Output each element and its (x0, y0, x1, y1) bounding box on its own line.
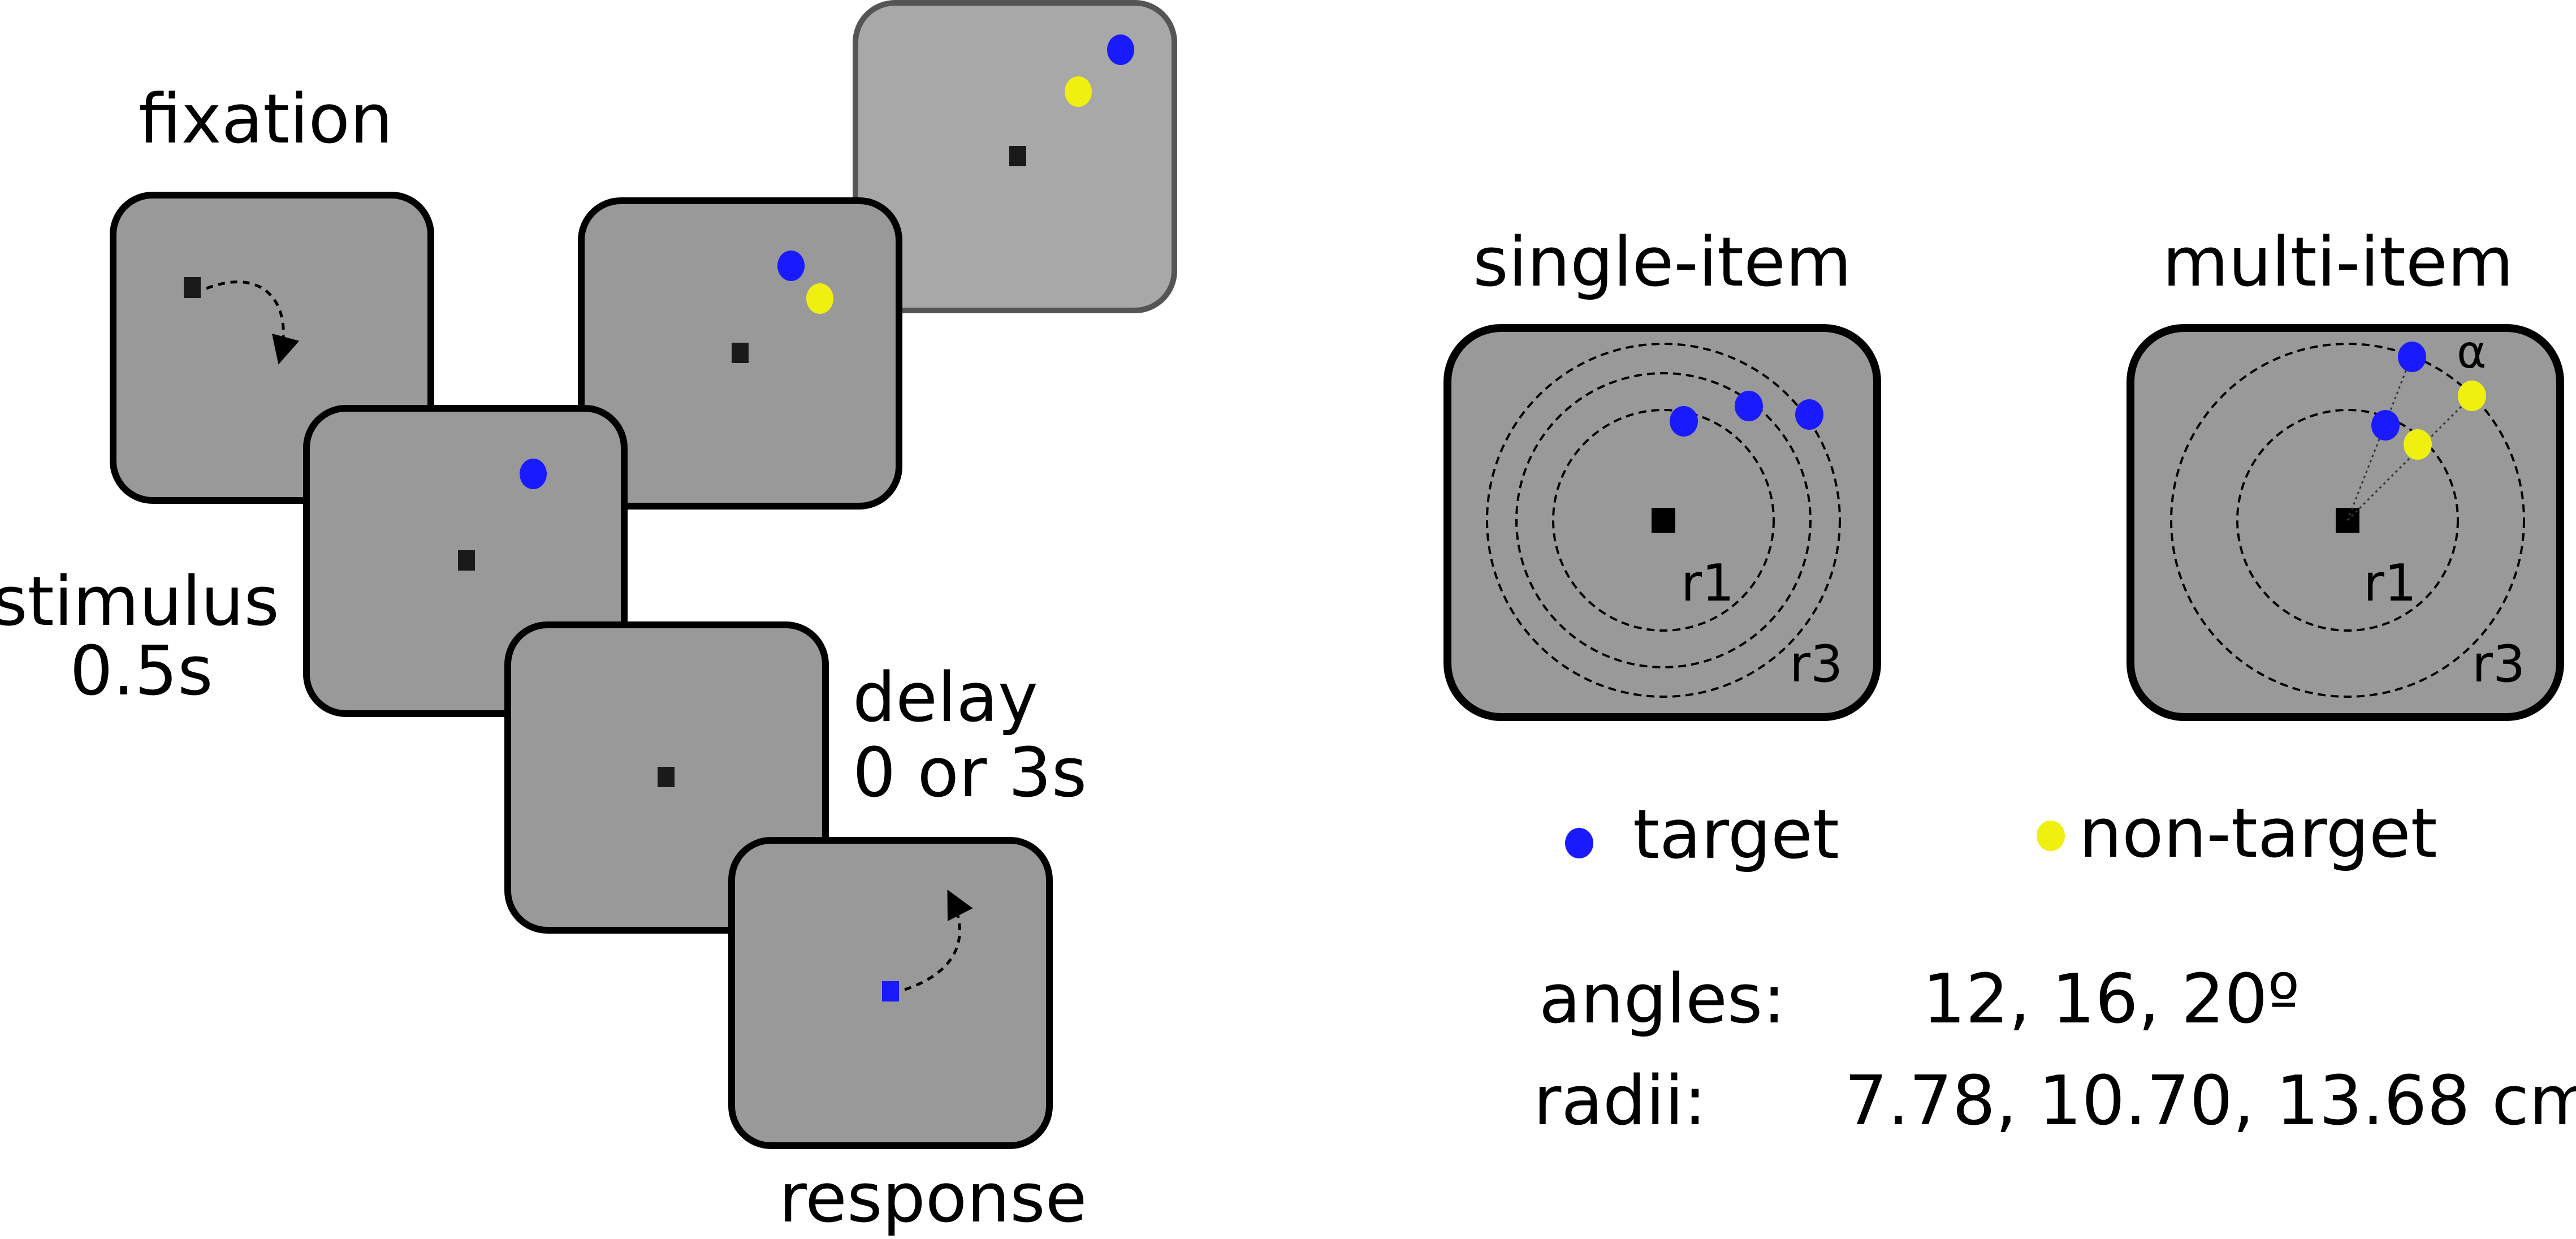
target-dot (520, 459, 547, 489)
fixation-label: fixation (139, 80, 393, 159)
non-target-dot (806, 283, 833, 314)
target-dot (777, 251, 805, 281)
fixation-point (658, 767, 675, 787)
saccade-arrow-icon (904, 890, 973, 991)
fixation-point (1652, 508, 1675, 533)
delay-label-line2: 0 or 3s (853, 734, 1087, 813)
multi-item-panel: α r1 r3 (2127, 324, 2564, 721)
single-item-title: single-item (1473, 223, 1852, 302)
legend: target non-target (1565, 795, 2437, 874)
multi-item-title: multi-item (2162, 223, 2513, 302)
non-target-dot (2404, 429, 2432, 460)
r3-label: r3 (1790, 634, 1843, 694)
target-legend-swatch (1565, 828, 1593, 858)
target-dot (1735, 391, 1763, 421)
single-item-panel: r1 r3 (1443, 324, 1881, 721)
stimulus-label-line2: 0.5s (70, 632, 213, 711)
radii-value: 7.78, 10.70, 13.68 cm (1844, 1062, 2576, 1141)
angles-value: 12, 16, 20º (1922, 960, 2300, 1039)
r3-label: r3 (2472, 634, 2525, 694)
fixation-point (732, 343, 749, 363)
r1-label: r1 (2363, 554, 2417, 613)
radius-ring-r2 (1515, 372, 1812, 668)
non-target-legend-label: non-target (2079, 795, 2437, 873)
target-dot (1670, 406, 1698, 437)
fixation-point (184, 277, 201, 298)
angle-line (2346, 355, 2413, 521)
parameters: angles: 12, 16, 20º radii: 7.78, 10.70, … (1533, 960, 2576, 1141)
response-point (882, 981, 899, 1001)
radii-label: radii: (1533, 1062, 1706, 1141)
target-legend-label: target (1633, 796, 1839, 874)
multi-item-stimulus-screen (578, 197, 902, 510)
alpha-label: α (2457, 326, 2487, 378)
r1-label: r1 (1681, 554, 1734, 613)
target-dot (1795, 399, 1823, 430)
delay-label-line1: delay (853, 659, 1038, 737)
non-target-dot (2458, 381, 2486, 411)
saccade-arrow-icon (206, 280, 300, 365)
target-dot (2371, 410, 2400, 441)
radius-ring-r1 (2236, 409, 2459, 632)
fixation-point (458, 550, 475, 571)
angles-label: angles: (1539, 960, 1786, 1039)
memory-screen-faded (853, 0, 1177, 313)
response-screen (728, 837, 1053, 1149)
stimulus-label-line1: stimulus (0, 563, 279, 641)
fixation-point (1009, 146, 1026, 166)
target-dot (1107, 34, 1134, 65)
radius-ring-r1 (1552, 409, 1775, 632)
non-target-dot (1065, 76, 1092, 107)
target-dot (2398, 342, 2426, 372)
non-target-legend-swatch (2037, 821, 2065, 851)
radius-ring-r3 (1486, 343, 1841, 698)
angle-line (2346, 395, 2473, 521)
response-label: response (779, 1159, 1087, 1238)
radius-ring-r3 (2170, 343, 2525, 698)
